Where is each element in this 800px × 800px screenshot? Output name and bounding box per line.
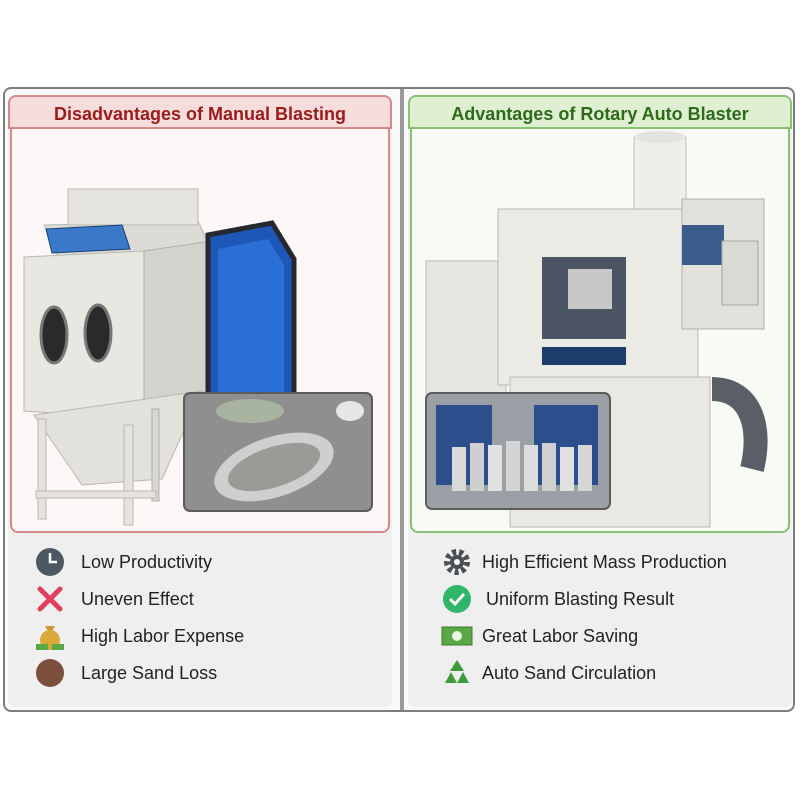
list-item: Great Labor Saving [440, 619, 638, 653]
item-label: Great Labor Saving [482, 625, 639, 646]
banknote-icon [440, 619, 474, 653]
rotary-auto-blaster-photo [410, 129, 790, 533]
recycle-icon [440, 656, 474, 690]
item-label: Large Sand Loss [81, 662, 218, 683]
list-item: Uneven Effect [33, 582, 194, 616]
center-divider [400, 89, 404, 710]
item-label: Uneven Effect [81, 588, 194, 609]
clock-icon [33, 545, 67, 579]
list-item: Uniform Blasting Result [440, 582, 674, 616]
rotary-blaster-illustration [425, 131, 768, 528]
item-label: Low Productivity [81, 551, 213, 572]
item-label: Auto Sand Circulation [482, 662, 657, 683]
item-label: High Efficient Mass Production [482, 551, 727, 572]
brown-circle-icon [33, 656, 67, 690]
list-item: High Labor Expense [33, 619, 244, 653]
cross-icon [33, 582, 67, 616]
check-circle-icon [440, 582, 474, 616]
manual-blasting-cabinet-photo [10, 129, 390, 533]
item-label: Uniform Blasting Result [486, 588, 675, 609]
money-bag-icon [33, 619, 67, 653]
list-item: Auto Sand Circulation [440, 656, 656, 690]
list-item: Low Productivity [33, 545, 212, 579]
disadvantages-title: Disadvantages of Manual Blasting [8, 95, 392, 129]
advantages-title: Advantages of Rotary Auto Blaster [408, 95, 792, 129]
disadvantages-panel: Disadvantages of Manual Blasting [8, 95, 392, 707]
gear-icon [440, 545, 474, 579]
advantages-panel: Advantages of Rotary Auto Blaster [408, 95, 792, 707]
list-item: High Efficient Mass Production [440, 545, 727, 579]
item-label: High Labor Expense [81, 625, 245, 646]
manual-cabinet-illustration [23, 188, 373, 526]
list-item: Large Sand Loss [33, 656, 217, 690]
